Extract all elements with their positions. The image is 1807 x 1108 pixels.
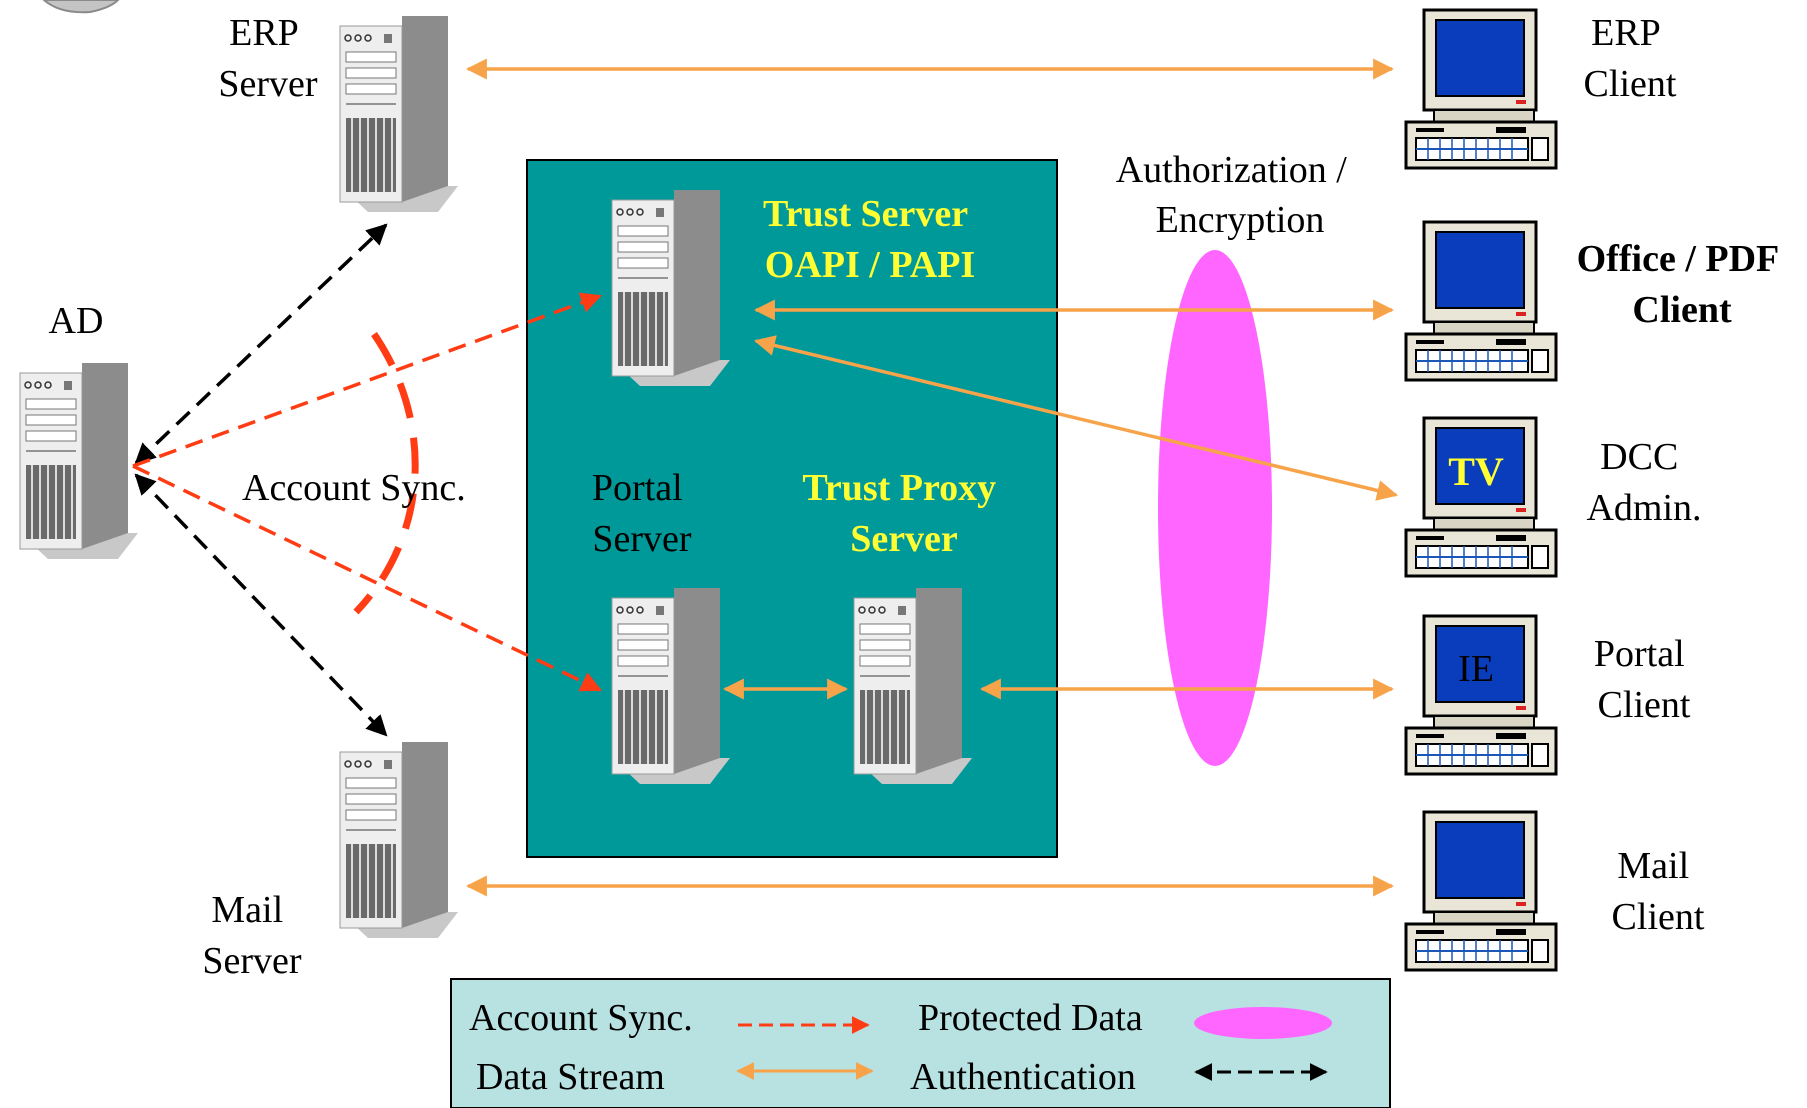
- legend-box: [450, 978, 1391, 1108]
- mail-client-label: Mail Client: [1612, 845, 1705, 938]
- office-pdf-label-line1: Office / PDF: [1577, 238, 1778, 280]
- mail-server-label: Mail Server: [202, 889, 302, 982]
- tv-screen-label: TV: [1448, 449, 1504, 494]
- legend-protected-data-label: Protected Data: [918, 997, 1143, 1039]
- mail-server-label-line2: Server: [202, 940, 302, 982]
- dcc-admin-label-line1: DCC: [1600, 436, 1678, 478]
- portal-client-label-line1: Portal: [1594, 633, 1685, 675]
- erp-server-icon: [339, 15, 459, 213]
- mail-client-icon: [1404, 810, 1558, 972]
- legend-account-sync-label: Account Sync.: [469, 997, 693, 1039]
- trust-proxy-label-line2: Server: [850, 518, 958, 560]
- dcc-admin-label-line2: Admin.: [1586, 487, 1701, 529]
- ad-server-icon: [19, 362, 139, 560]
- authorization-line2: Encryption: [1156, 199, 1325, 241]
- mail-client-label-line1: Mail: [1617, 845, 1689, 887]
- authorization-encryption-annotation: Authorization / Encryption: [1116, 149, 1357, 241]
- mail-server-label-line1: Mail: [211, 889, 283, 931]
- portal-server-label-line1: Portal: [592, 467, 683, 509]
- mail-server-icon: [339, 741, 459, 939]
- portal-server-label: Portal Server: [592, 467, 692, 560]
- office-pdf-client-icon: [1404, 220, 1558, 382]
- trust-proxy-server-icon: [853, 587, 973, 785]
- dcc-admin-label: DCC Admin.: [1586, 436, 1701, 529]
- portal-client-label-line2: Client: [1598, 684, 1691, 726]
- authentication-arrow-erp: [134, 223, 388, 465]
- ie-screen-label: IE: [1458, 648, 1494, 690]
- portal-server-label-line2: Server: [592, 518, 692, 560]
- erp-client-icon: [1404, 8, 1558, 170]
- legend: Account Sync. Protected Data Data Stream…: [450, 978, 1391, 1108]
- trust-proxy-label-line1: Trust Proxy: [802, 467, 996, 509]
- erp-client-label: ERP Client: [1584, 12, 1677, 105]
- dcc-admin-client-icon: [1404, 416, 1558, 578]
- trust-proxy-server-label: Trust Proxy Server: [802, 467, 1005, 560]
- trust-server-label-line2: OAPI / PAPI: [765, 244, 975, 286]
- corner-graphic: [42, 0, 120, 14]
- office-pdf-label-line2: Client: [1632, 289, 1732, 331]
- erp-client-label-line1: ERP: [1591, 12, 1660, 54]
- mail-client-label-line2: Client: [1612, 896, 1705, 938]
- erp-server-label-line1: ERP: [229, 12, 298, 54]
- legend-protected-data-swatch: [1194, 1007, 1332, 1039]
- trust-server-icon: [611, 189, 731, 387]
- legend-data-stream-label: Data Stream: [476, 1056, 665, 1098]
- data-stream-dcc: [753, 335, 1399, 501]
- erp-client-label-line2: Client: [1584, 63, 1677, 105]
- trust-server-label-line1: Trust Server: [763, 193, 968, 235]
- authentication-arrow-mail: [134, 473, 388, 737]
- portal-client-label: Portal Client: [1594, 633, 1694, 726]
- legend-authentication-label: Authentication: [910, 1056, 1136, 1098]
- trust-server-label: Trust Server OAPI / PAPI: [763, 193, 977, 286]
- ad-label: AD: [49, 300, 104, 342]
- erp-server-label-line2: Server: [218, 63, 318, 105]
- portal-server-icon: [611, 587, 731, 785]
- authorization-line1: Authorization /: [1116, 149, 1348, 191]
- account-sync-annotation: Account Sync.: [242, 467, 466, 509]
- account-sync-arrow-portal: [132, 464, 602, 692]
- office-pdf-client-label: Office / PDF Client: [1577, 238, 1788, 331]
- portal-client-icon: [1404, 614, 1558, 776]
- erp-server-label: ERP Server: [218, 12, 318, 105]
